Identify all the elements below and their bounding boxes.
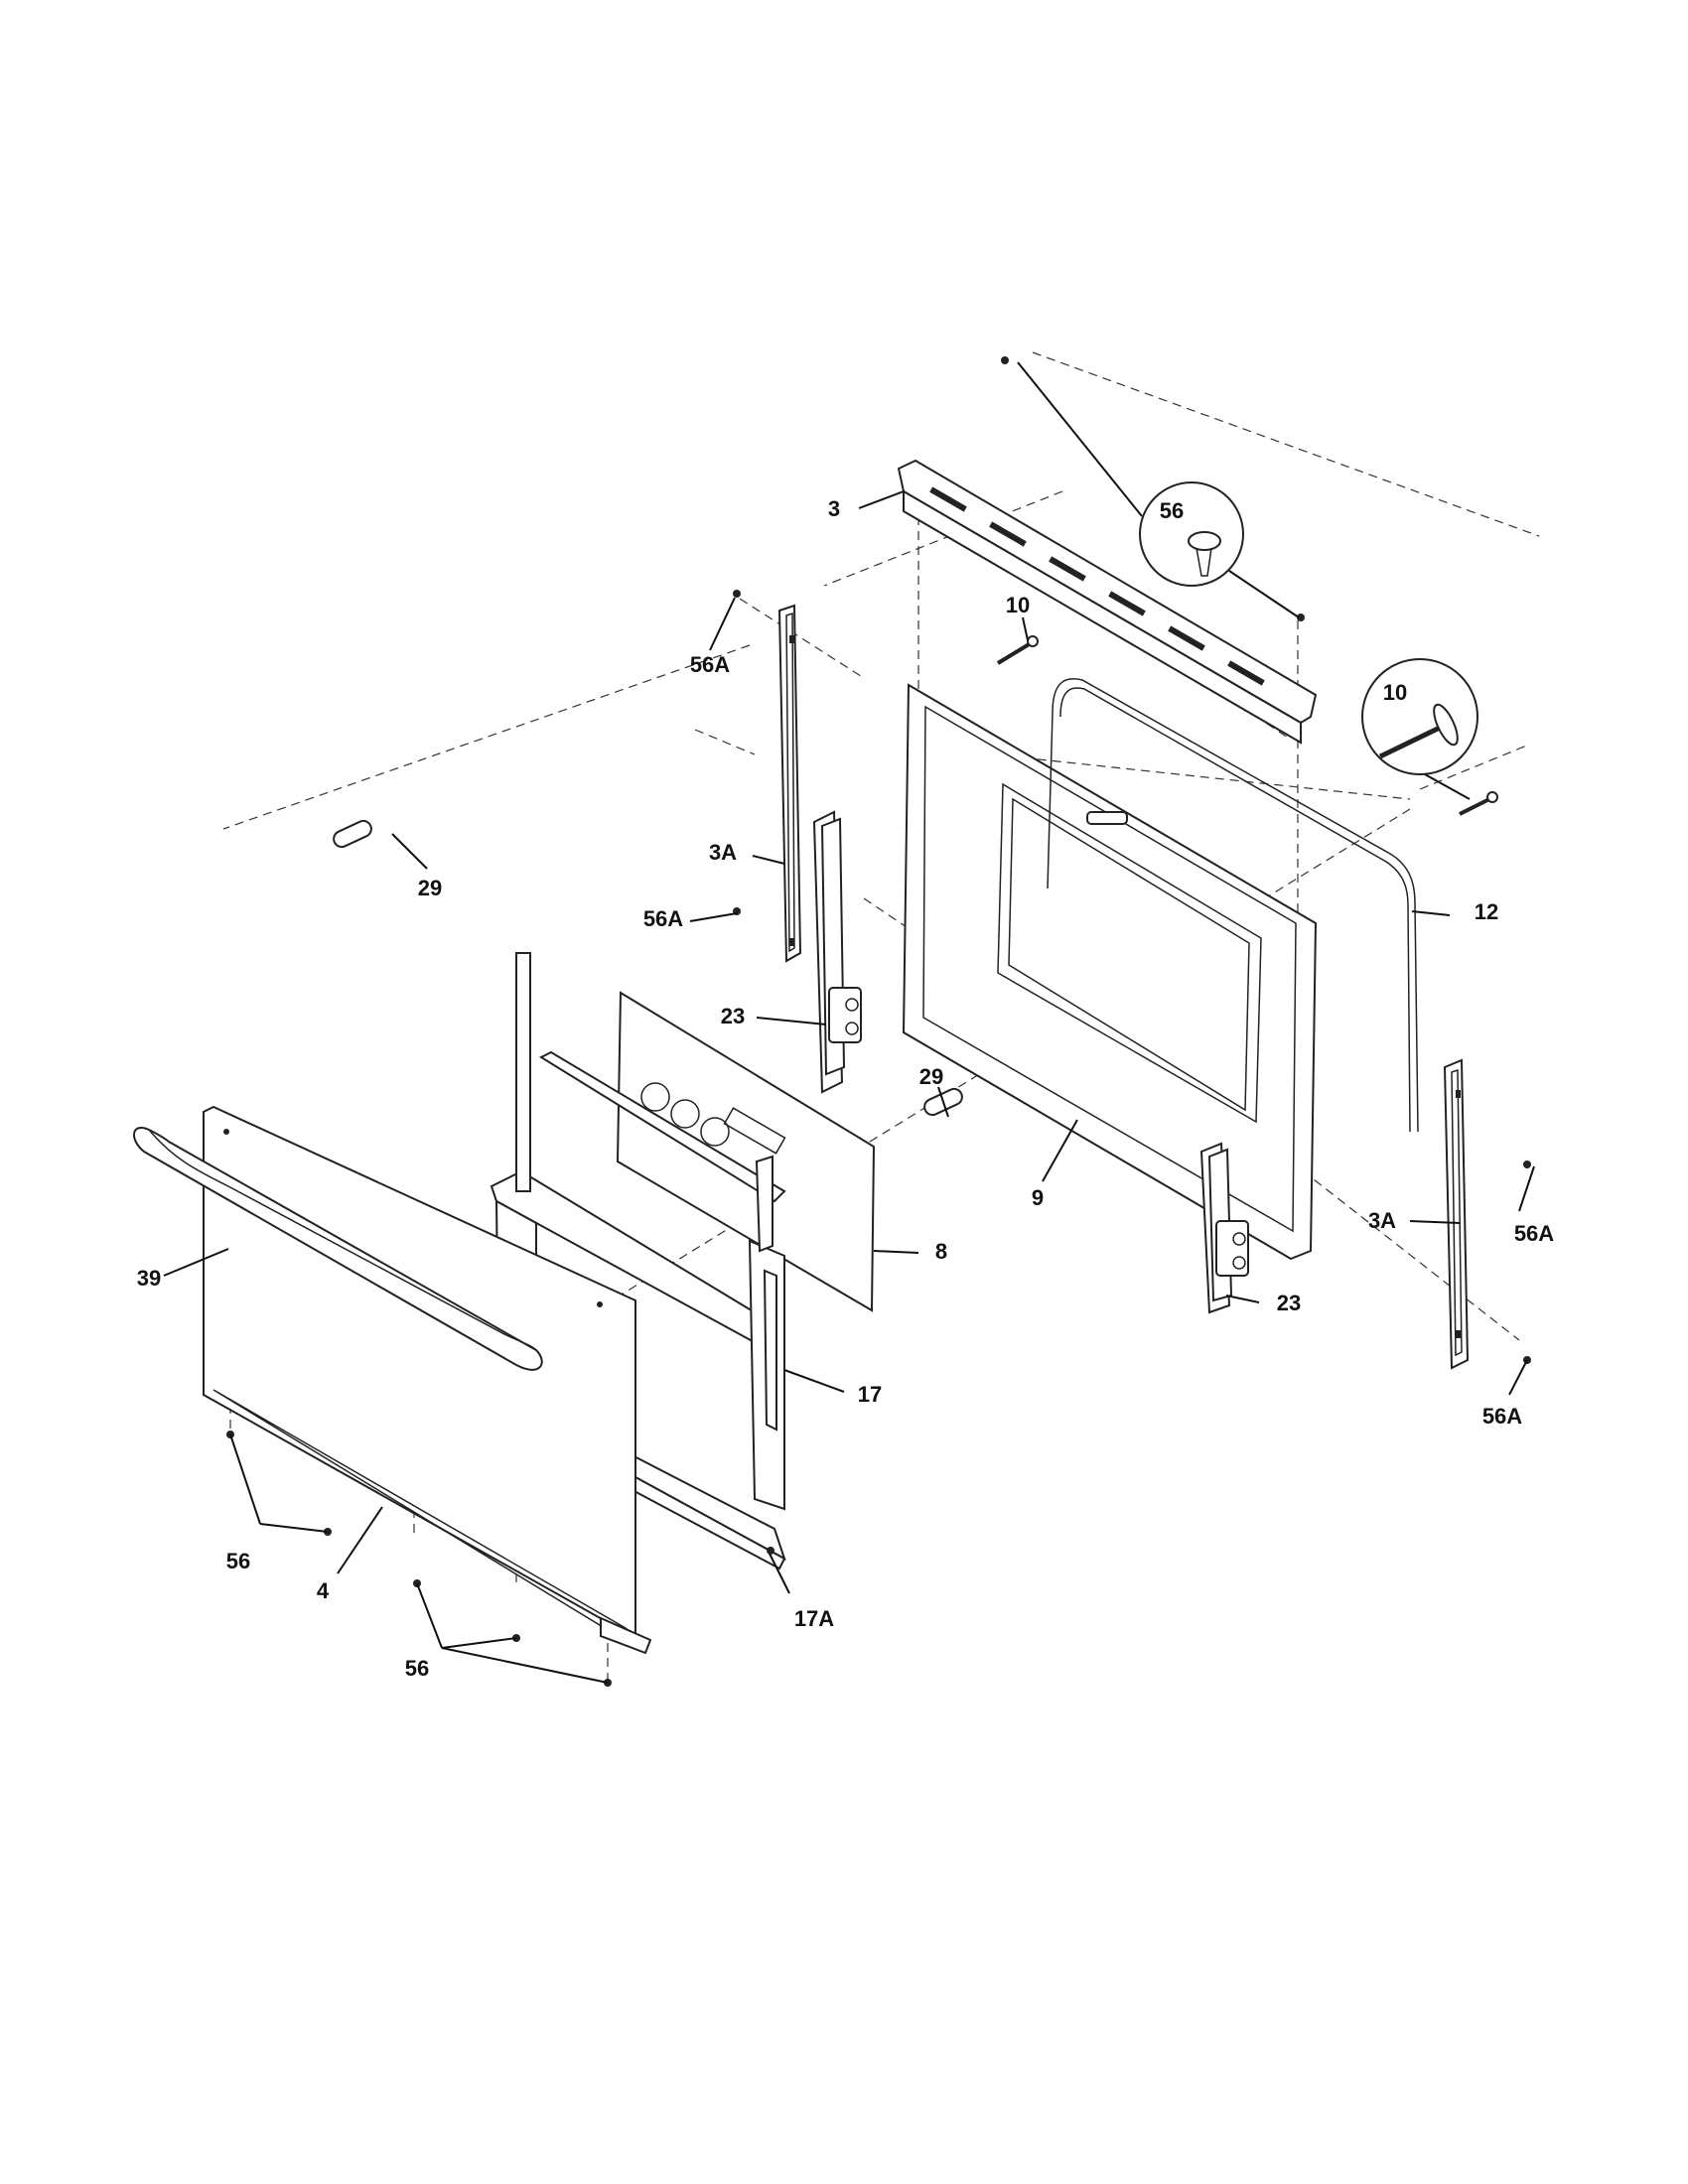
- callout-17: 17: [858, 1382, 882, 1407]
- shoulder-screw-right: [1459, 791, 1498, 816]
- callout-9: 9: [1032, 1185, 1044, 1210]
- callout-56-detail: 56: [1160, 498, 1184, 523]
- detail-circle-screw: [1017, 361, 1300, 618]
- callout-56-left: 56: [226, 1549, 250, 1573]
- callout-3a-right: 3A: [1368, 1208, 1396, 1233]
- callout-23-left: 23: [721, 1004, 745, 1028]
- callout-56a-mid-left: 56A: [643, 906, 683, 931]
- callout-3: 3: [828, 496, 840, 521]
- callout-8: 8: [935, 1239, 947, 1264]
- left-side-trim: [777, 604, 802, 963]
- left-hinge: [812, 810, 862, 1094]
- right-hinge: [1199, 1142, 1249, 1314]
- detail-circle-shoulder-screw: [1361, 658, 1478, 800]
- callout-29-center: 29: [919, 1064, 943, 1089]
- callout-12: 12: [1475, 899, 1498, 924]
- callout-56a-bottom-right: 56A: [1482, 1404, 1522, 1429]
- door-handle: [133, 1127, 543, 1371]
- shoulder-screw-center: [996, 635, 1039, 665]
- callout-29-left: 29: [418, 876, 442, 900]
- outer-door-panel: [203, 1105, 652, 1655]
- door-liner: [490, 952, 786, 1511]
- callout-23-right: 23: [1277, 1291, 1301, 1315]
- right-side-trim: [1443, 1058, 1470, 1370]
- inner-door-frame: [902, 683, 1318, 1261]
- callout-labels: 3 56 56A 10 10 3A 56A 12 23 29 29 56A 9 …: [137, 496, 1555, 1681]
- callout-3a-left: 3A: [709, 840, 737, 865]
- callout-10-center: 10: [1006, 593, 1030, 617]
- callout-56a-right: 56A: [1514, 1221, 1554, 1246]
- bumper-left: [333, 819, 372, 849]
- top-vent-panel: [897, 459, 1318, 745]
- callout-4: 4: [317, 1578, 330, 1603]
- callout-39: 39: [137, 1266, 161, 1291]
- callout-10-detail: 10: [1383, 680, 1407, 705]
- callout-56-bottom: 56: [405, 1656, 429, 1681]
- leader-lines: [163, 490, 1535, 1684]
- callout-56a-upper-left: 56A: [690, 652, 730, 677]
- callout-17a: 17A: [794, 1606, 834, 1631]
- door-gasket: [1047, 678, 1419, 1133]
